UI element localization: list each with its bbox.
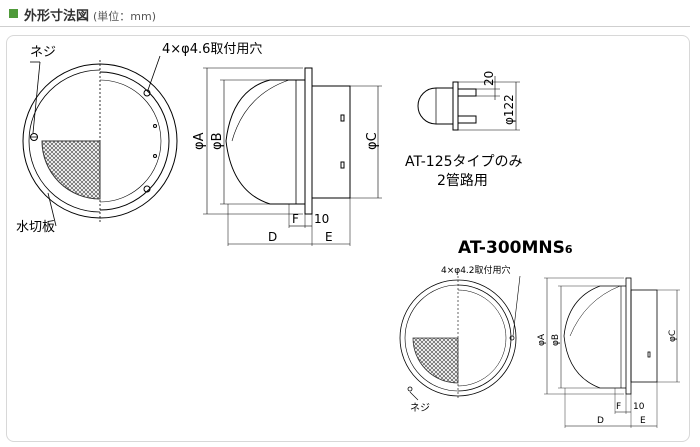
at300-side-flange (625, 277, 632, 395)
side-hood-curve (231, 79, 290, 142)
side-duct (311, 85, 351, 199)
at300-flange-inner (404, 284, 458, 392)
at300-side-clip (647, 351, 651, 358)
at125-caption-2: 2管路用 (437, 173, 488, 189)
label-phi-a: φA (192, 132, 207, 150)
water-plate-mesh (41, 140, 101, 200)
at300-label-10: 10 (633, 402, 645, 412)
front-view (22, 55, 178, 227)
at300-hood-inner (457, 284, 512, 392)
unit-note: (単位：mm) (93, 10, 157, 23)
small-hole-icon (153, 154, 157, 158)
small-hole-icon (153, 124, 157, 128)
label-d: D (268, 230, 277, 244)
side-clip (340, 114, 345, 122)
at300-label-phi-b: φB (551, 334, 561, 346)
at300-mesh (412, 337, 459, 384)
label-f: F (292, 212, 299, 226)
green-square-icon (9, 9, 18, 18)
at300-hood-edge (457, 289, 507, 387)
at300-label-d: D (597, 416, 604, 426)
side-hood (225, 79, 305, 205)
header-divider (0, 26, 690, 27)
at300-label-phi-a: φA (537, 333, 547, 346)
flange-inner (28, 69, 100, 213)
label-phi122: φ122 (502, 94, 516, 125)
at300-hood-outer (457, 279, 517, 397)
side-flange (304, 67, 313, 215)
label-neji: ネジ (30, 45, 56, 60)
label-e: E (325, 230, 333, 244)
label-20: 20 (482, 71, 496, 86)
at300-title: AT-300MNS6 (458, 238, 573, 258)
at300-side-curve (569, 285, 621, 337)
at300-label-holes: 4×φ4.2取付用穴 (441, 264, 511, 276)
at300-neji-leader (409, 391, 419, 401)
hood-outer (99, 63, 178, 219)
at300-flange-outer (399, 279, 458, 397)
section-title: 外形寸法図(単位：mm) (24, 9, 157, 24)
screw-icon (30, 133, 38, 141)
at300-holes-leader (512, 275, 521, 337)
at300-mount-hole-icon (509, 335, 515, 341)
label-10: 10 (314, 212, 329, 226)
at300-screw-icon (407, 386, 413, 392)
at300-label-e: E (640, 416, 646, 426)
at300-front-view (399, 275, 521, 401)
side-view (203, 67, 382, 246)
at300-label-f: F (616, 402, 621, 412)
mount-hole-icon (143, 185, 151, 193)
hood-edge (99, 79, 162, 203)
at125-pipe-bottom (457, 115, 477, 124)
at300-label-phi-c: φC (668, 330, 678, 342)
at300-side-hood (563, 285, 626, 389)
at300-label-neji: ネジ (410, 402, 430, 414)
label-phi-b: φB (210, 133, 225, 151)
flange-outer (22, 63, 100, 219)
at125-flange (452, 81, 459, 131)
hood-inner (99, 71, 170, 211)
at125-pipe-top (457, 88, 477, 97)
mizukiri-leader (47, 192, 57, 227)
at300-side-duct (630, 289, 658, 383)
label-phi-c: φC (365, 132, 380, 150)
at300-side-view (544, 277, 680, 428)
holes-leader (147, 55, 161, 91)
label-mizukiri: 水切板 (16, 220, 55, 235)
at125-caption-1: AT-125タイプのみ (405, 154, 523, 170)
neji-leader-diag (32, 61, 41, 134)
side-clip (340, 161, 345, 169)
mount-hole-icon (143, 89, 151, 97)
at125-hood (417, 87, 454, 125)
at125-view (417, 76, 520, 131)
drawing-panel (6, 35, 690, 442)
label-holes: 4×φ4.6取付用穴 (162, 42, 262, 57)
section-header: 外形寸法図(単位：mm) (0, 0, 700, 28)
